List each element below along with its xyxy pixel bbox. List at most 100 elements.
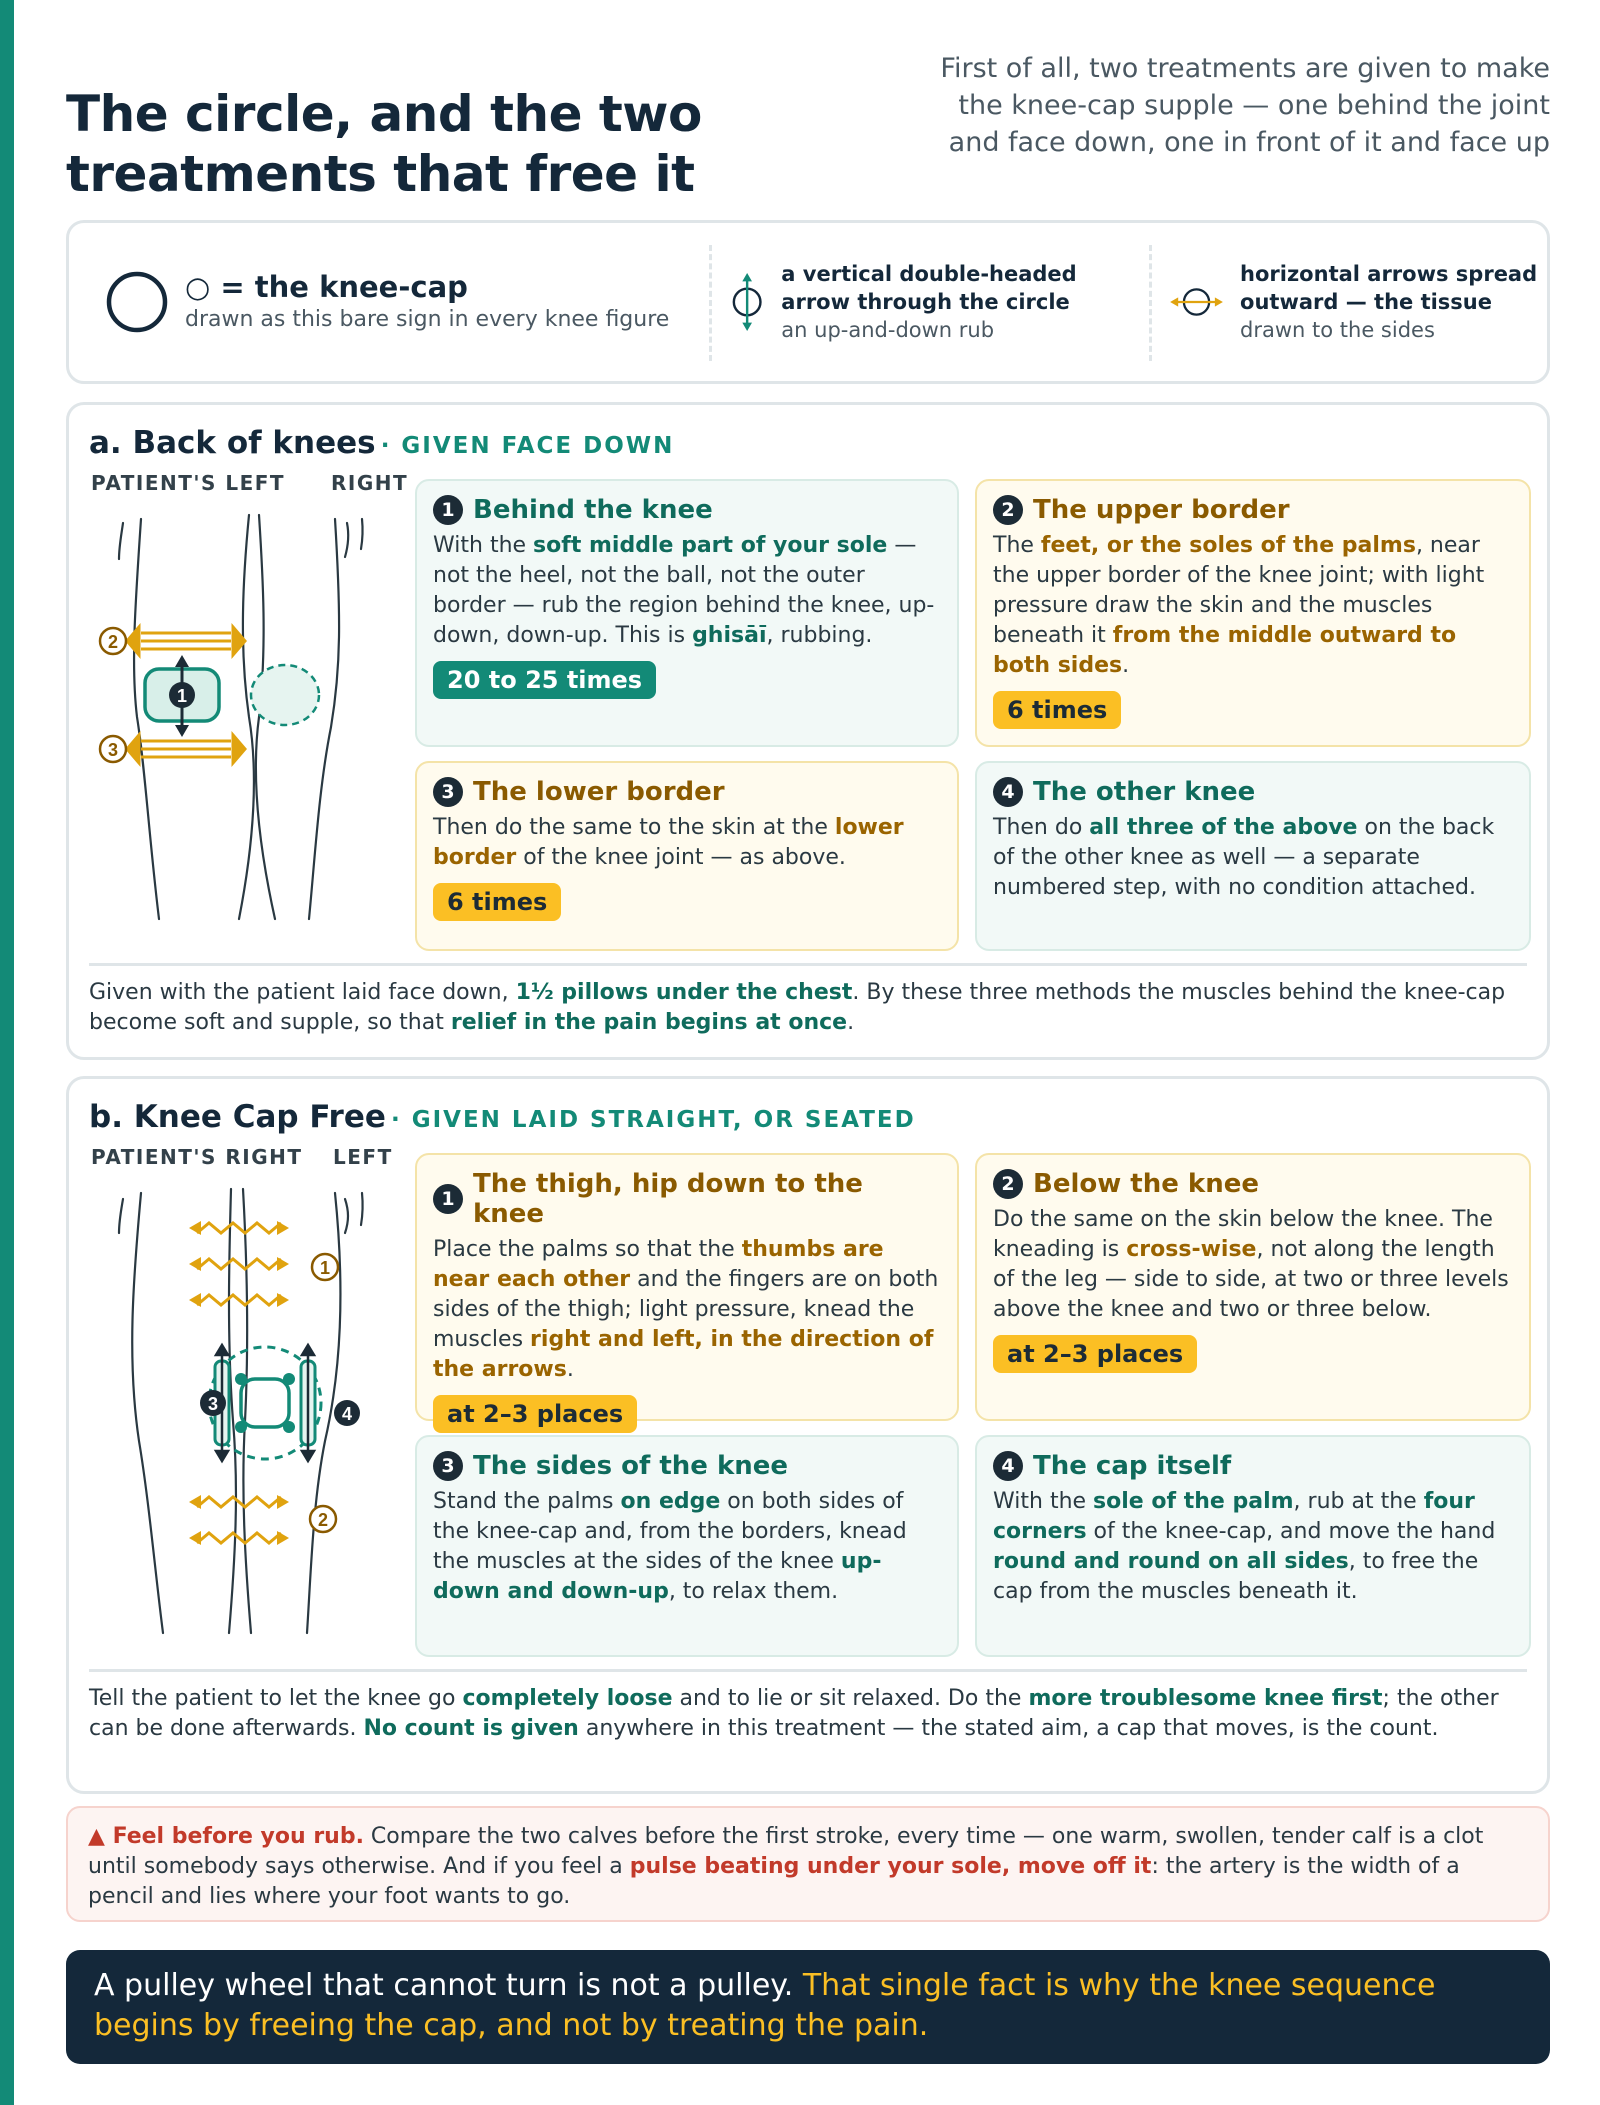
step-highlight: soft middle part of your sole [533,533,888,558]
step-number: 1 [433,1184,463,1214]
warning-text: Compare the two calves before the first … [88,1824,1484,1879]
step-card-behind-knee: 1 Behind the knee With the soft middle p… [415,479,959,747]
legend-divider [1149,245,1152,361]
legend-kneecap-sub: drawn as this bare sign in every knee fi… [185,307,670,332]
page-title: The circle, and the two treatments that … [66,85,702,203]
step-text: , to free the cap from the muscles benea… [993,1549,1479,1604]
kneecap-circle-icon [106,271,168,333]
figure-marker: 2 [108,632,118,652]
figure-marker: 4 [342,1404,352,1424]
step-highlight: from the middle outward to both sides [993,623,1457,678]
figure-label-right: LEFT [333,1145,393,1169]
figure-marker: 3 [108,740,118,760]
legend-kneecap: ○ = the knee-cap drawn as this bare sign… [105,223,705,381]
step-text: — not the heel, not the ball, not the ou… [433,533,935,648]
count-badge: at 2–3 places [433,1395,638,1433]
step-number: 2 [993,495,1023,525]
note-text: and to lie or sit relaxed. Do the [672,1686,1029,1711]
step-text: The [993,533,1041,558]
step-text: Stand the palms [433,1489,621,1514]
step-number: 1 [433,495,463,525]
note-text: . [847,1010,855,1035]
step-text: on the back of the other knee as well — … [993,815,1495,900]
legs-front-illustration: 1 3 4 2 [117,1187,364,1635]
step-text: , not along the length of the leg — side… [993,1237,1509,1322]
note-text: Given with the patient laid face down, [89,980,516,1005]
step-text: on both sides of the knee-cap and, from … [433,1489,907,1574]
step-number: 3 [433,1451,463,1481]
step-title: The thigh, hip down to the knee [473,1169,863,1229]
section-b-note: Tell the patient to let the knee go comp… [89,1669,1527,1744]
step-number: 2 [993,1169,1023,1199]
legend-horizontal-arrow: horizontal arrows spread outward — the t… [1169,223,1559,381]
legs-back-illustration: 2 1 3 [98,513,364,921]
step-title: The lower border [473,777,725,807]
note-text: Tell the patient to let the knee go [89,1686,463,1711]
step-highlight: feet, or the soles of the palms [1040,533,1416,558]
step-text: and the fingers are on both sides of the… [433,1267,939,1352]
safety-warning: ▲ Feel before you rub. Compare the two c… [66,1806,1550,1922]
count-badge: 6 times [433,883,562,921]
note-text: ; the other can be done afterwards. [89,1686,1499,1741]
step-text: of the knee joint — as above. [516,845,846,870]
step-highlight: up-down and down-up [433,1549,882,1604]
step-title: Behind the knee [473,495,713,525]
figure-marker: 1 [320,1258,330,1278]
step-highlight: four corners [993,1489,1475,1544]
step-text: . [1122,653,1130,678]
section-a-subtitle: · GIVEN FACE DOWN [380,433,675,459]
step-text: , rub at the [1293,1489,1424,1514]
step-text: Then do [993,815,1090,840]
legend-vertical-arrow: a vertical double-headed arrow through t… [729,223,1139,381]
step-title: The cap itself [1033,1451,1232,1481]
step-body: Then do all three of the above on the ba… [993,813,1513,903]
step-text: With the [993,1489,1094,1514]
accent-bar [0,0,14,2105]
horizontal-arrow-circle-icon [1170,288,1223,316]
closing-highlight: That single fact is why the knee sequenc… [94,1968,1436,2043]
step-highlight: sole of the palm [1093,1489,1294,1514]
section-b-subtitle: · GIVEN LAID STRAIGHT, OR SEATED [390,1107,916,1133]
note-text: anywhere in this treatment — the stated … [578,1716,1439,1741]
warning-text: : the artery is the width of a pencil an… [88,1854,1460,1909]
step-highlight: lower border [433,815,904,870]
note-highlight: more troublesome knee first [1028,1686,1383,1711]
step-card-cap-itself: 4 The cap itself With the sole of the pa… [975,1435,1531,1657]
note-highlight: No count is given [363,1716,579,1741]
section-b-heading: b. Knee Cap Free · GIVEN LAID STRAIGHT, … [89,1099,916,1135]
step-number: 4 [993,777,1023,807]
step-body: Do the same on the skin below the knee. … [993,1205,1513,1325]
count-badge: 20 to 25 times [433,661,657,699]
section-b-title: b. Knee Cap Free [89,1099,386,1135]
step-card-upper-border: 2 The upper border The feet, or the sole… [975,479,1531,747]
step-title: The other knee [1033,777,1256,807]
step-text: . [566,1357,574,1382]
figure-label-left: PATIENT'S RIGHT [91,1145,303,1169]
step-card-lower-border: 3 The lower border Then do the same to t… [415,761,959,951]
count-badge: at 2–3 places [993,1335,1198,1373]
note-text: . By these three methods the muscles beh… [89,980,1506,1035]
step-body: With the sole of the palm, rub at the fo… [993,1487,1513,1607]
step-card-thigh: 1 The thigh, hip down to the knee Place … [415,1153,959,1433]
step-number: 4 [993,1451,1023,1481]
count-badge: 6 times [993,691,1122,729]
step-highlight: thumbs are near each other [433,1237,884,1292]
figure-label-left: PATIENT'S LEFT [91,471,286,495]
figure-marker: 3 [208,1394,218,1414]
vertical-arrow-circle-icon [732,272,762,332]
legend-vertical-label: a vertical double-headed arrow through t… [781,262,1077,314]
step-number: 3 [433,777,463,807]
note-highlight: completely loose [462,1686,673,1711]
knee-cap-free-figure: PATIENT'S RIGHT LEFT [79,1141,399,1641]
step-text: With the [433,533,534,558]
step-body: Stand the palms on edge on both sides of… [433,1487,941,1607]
step-card-sides-of-knee: 3 The sides of the knee Stand the palms … [415,1435,959,1657]
step-text: Do the same on the skin below the knee. … [993,1207,1493,1262]
step-highlight: on edge [620,1489,721,1514]
figure-marker: 2 [318,1510,328,1530]
step-body: With the soft middle part of your sole —… [433,531,941,651]
closing-text: A pulley wheel that cannot turn is not a… [94,1968,794,2003]
step-card-below-knee: 2 Below the knee Do the same on the skin… [975,1153,1531,1421]
step-text: Place the palms so that the [433,1237,742,1262]
back-of-knees-figure: PATIENT'S LEFT RIGHT [79,467,407,927]
